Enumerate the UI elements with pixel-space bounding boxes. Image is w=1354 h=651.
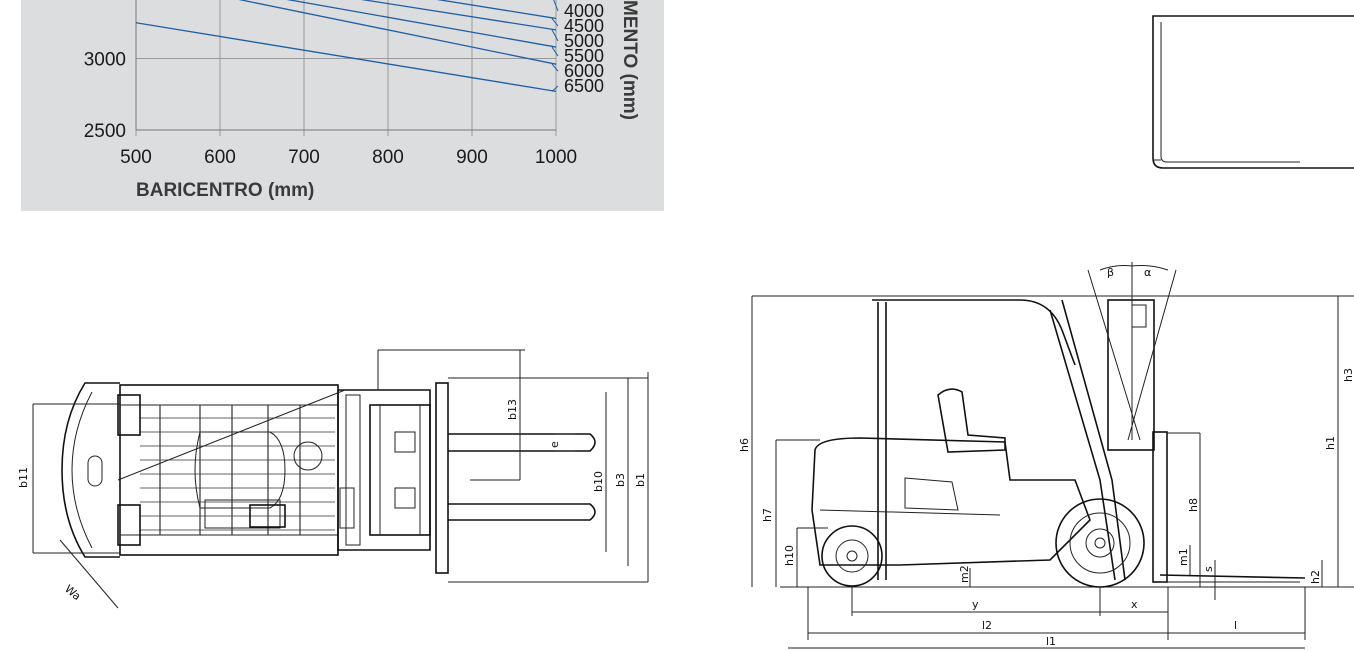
- series-line: [360, 0, 556, 31]
- label-h1: h1: [1324, 436, 1337, 450]
- label-l1: l1: [1046, 635, 1056, 648]
- label-e: e: [548, 441, 561, 448]
- series-leader: [551, 63, 559, 72]
- series-leader: [551, 29, 559, 42]
- series-leader: [551, 85, 559, 92]
- right-axis-title: MENTO (mm): [619, 0, 640, 120]
- series-line: [436, 0, 556, 20]
- label-b11: b11: [17, 467, 30, 488]
- series-leader: [551, 46, 559, 57]
- x-tick-label: 500: [120, 147, 152, 168]
- label-h2: h2: [1309, 570, 1322, 584]
- chart-grid: [135, 0, 557, 136]
- label-h3: h3: [1342, 368, 1354, 382]
- label-h7: h7: [761, 508, 774, 522]
- y-tick-label: 3000: [84, 50, 126, 71]
- label-b1: b1: [634, 473, 647, 487]
- label-m1: m1: [1177, 548, 1190, 566]
- x-tick-label: 1000: [535, 147, 577, 168]
- series-line: [238, 0, 556, 65]
- series-label: 4500: [564, 16, 604, 36]
- series-line: [286, 0, 556, 48]
- chart-series: [136, 0, 556, 93]
- series-label: 4000: [564, 1, 604, 21]
- chassis-grill: [140, 405, 335, 535]
- load-chart-panel: [21, 0, 664, 211]
- label-l2: l2: [982, 619, 992, 632]
- label-alpha: α: [1144, 266, 1151, 279]
- label-s: s: [1202, 566, 1215, 572]
- top-view-drawing: b11 Wa b13 e b10 b3 b1: [17, 349, 649, 609]
- label-wa: Wa: [62, 582, 83, 603]
- label-b3: b3: [614, 473, 627, 487]
- label-m2: m2: [958, 565, 971, 583]
- series-label: 5000: [564, 31, 604, 51]
- label-x: x: [1131, 598, 1138, 611]
- series-leader: [551, 18, 559, 27]
- x-tick-label: 700: [288, 147, 320, 168]
- y-tick-label: 2500: [84, 121, 126, 142]
- label-l: l: [1234, 619, 1237, 632]
- fork-partial-view: [1152, 15, 1354, 169]
- label-b13: b13: [506, 399, 519, 420]
- x-axis-title: BARICENTRO (mm): [136, 180, 314, 201]
- x-tick-label: 600: [204, 147, 236, 168]
- series-label: 6000: [564, 61, 604, 81]
- x-axis-ticks: 500 600 700 800 900 1000: [120, 147, 577, 168]
- label-beta: β: [1107, 266, 1114, 279]
- side-view-drawing: h6 h7 h10 m2 y x l2 l1 l h8 m1 s h2 h1 h…: [738, 262, 1354, 649]
- x-tick-label: 800: [372, 147, 404, 168]
- label-h6: h6: [738, 438, 751, 452]
- y-axis-ticks: 250030003500: [84, 50, 126, 143]
- series-leader: [553, 0, 559, 12]
- label-h8: h8: [1187, 498, 1200, 512]
- label-h10: h10: [783, 545, 796, 566]
- series-line: [136, 22, 556, 93]
- label-y: y: [972, 598, 979, 611]
- series-label: 5500: [564, 46, 604, 66]
- series-label: 6500: [564, 76, 604, 96]
- label-b10: b10: [592, 471, 605, 492]
- x-tick-label: 900: [456, 147, 488, 168]
